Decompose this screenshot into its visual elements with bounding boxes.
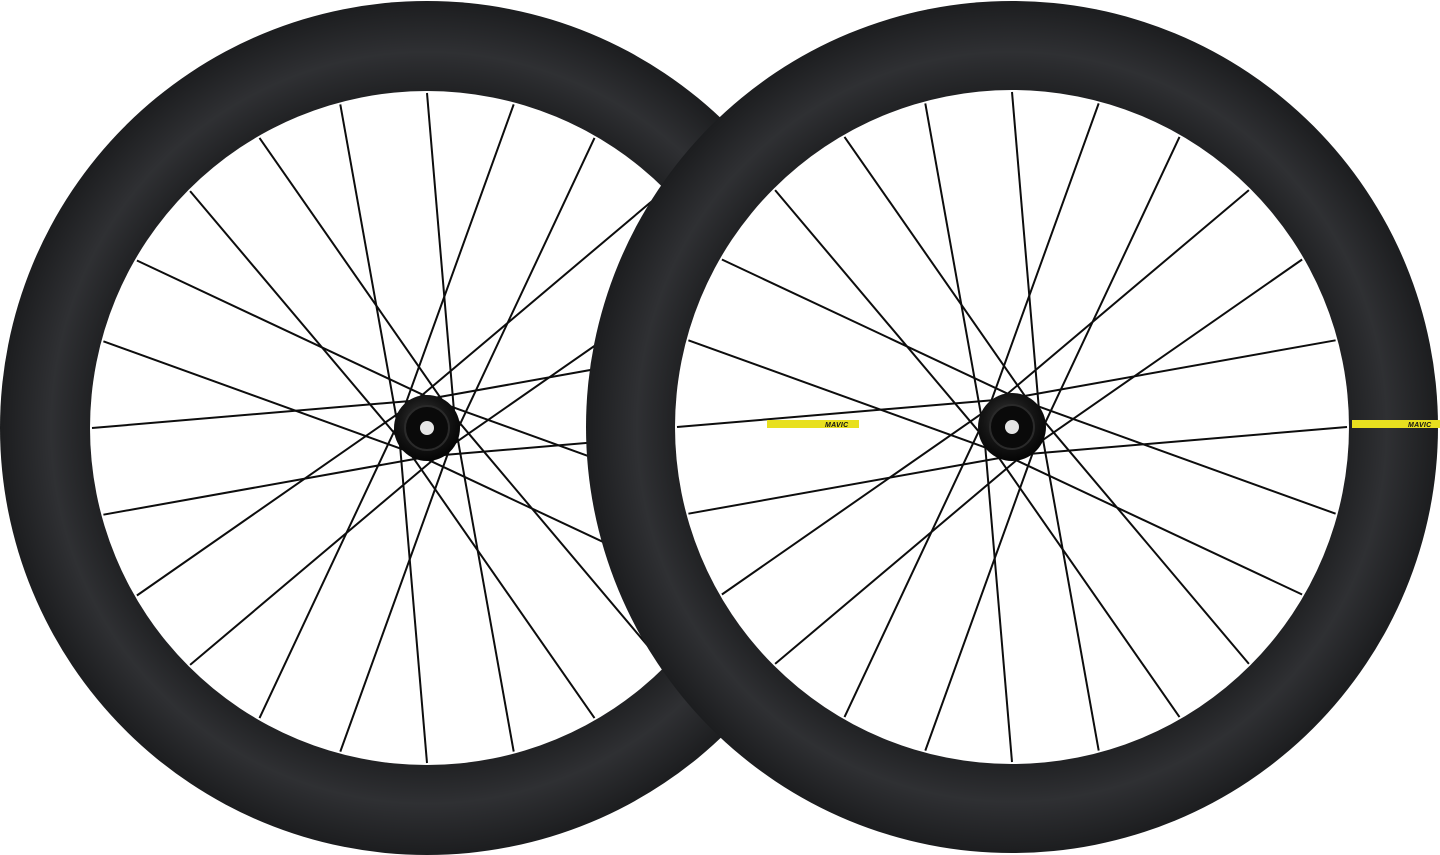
front-spoke xyxy=(408,451,596,719)
front-hub xyxy=(394,395,460,461)
rear-hub xyxy=(978,393,1046,461)
rear-spoke xyxy=(1039,415,1250,665)
front-spoke xyxy=(415,190,665,401)
rear-rim-decal-right: MAVIC xyxy=(1352,420,1440,429)
rear-spoke xyxy=(983,439,1013,763)
front-spoke xyxy=(136,409,404,597)
rear-spoke xyxy=(1030,402,1336,515)
rear-spoke xyxy=(688,455,1008,515)
front-spoke xyxy=(455,137,596,432)
front-spoke xyxy=(189,455,439,666)
rear-spoke xyxy=(924,445,1037,751)
rear-wheel: MAVIC MAVIC xyxy=(586,1,1440,853)
rear-spoke xyxy=(721,258,1016,399)
rear-spoke xyxy=(843,136,1031,404)
rear-spoke xyxy=(1024,426,1348,456)
front-spoke xyxy=(258,424,399,719)
rear-spoke xyxy=(1008,455,1303,596)
rear-spoke xyxy=(987,103,1100,409)
front-spoke xyxy=(339,104,399,424)
rear-spoke xyxy=(774,189,985,439)
front-spoke xyxy=(258,137,446,405)
front-spoke xyxy=(455,432,515,752)
front-spoke xyxy=(103,340,409,453)
rear-spoke xyxy=(774,454,1024,665)
front-spoke xyxy=(339,446,452,752)
decal-brand-text: MAVIC xyxy=(825,422,849,429)
front-spoke xyxy=(103,456,423,516)
rear-spoke xyxy=(721,408,989,596)
front-spoke xyxy=(402,104,515,410)
front-spoke xyxy=(91,399,415,429)
rear-spoke xyxy=(1016,339,1336,399)
rear-spoke xyxy=(1011,91,1041,415)
rear-spoke xyxy=(1000,189,1250,400)
rear-rim-decal-left: MAVIC xyxy=(767,420,859,429)
front-spoke xyxy=(454,416,665,666)
rear-spoke xyxy=(924,103,984,423)
rear-spoke xyxy=(688,339,994,452)
rear-spoke xyxy=(1035,258,1303,446)
rear-spoke xyxy=(1040,431,1100,751)
front-spoke xyxy=(398,440,428,764)
rear-spokes xyxy=(676,91,1348,763)
rear-spoke xyxy=(1040,136,1181,431)
rear-spoke xyxy=(843,423,984,718)
front-spoke xyxy=(426,92,456,416)
decal-brand-text: MAVIC xyxy=(1408,422,1432,429)
rear-spoke xyxy=(993,450,1181,718)
front-wheel xyxy=(0,1,854,855)
front-spoke xyxy=(189,190,400,440)
rear-spoke xyxy=(676,398,1000,428)
front-spoke xyxy=(136,259,431,400)
